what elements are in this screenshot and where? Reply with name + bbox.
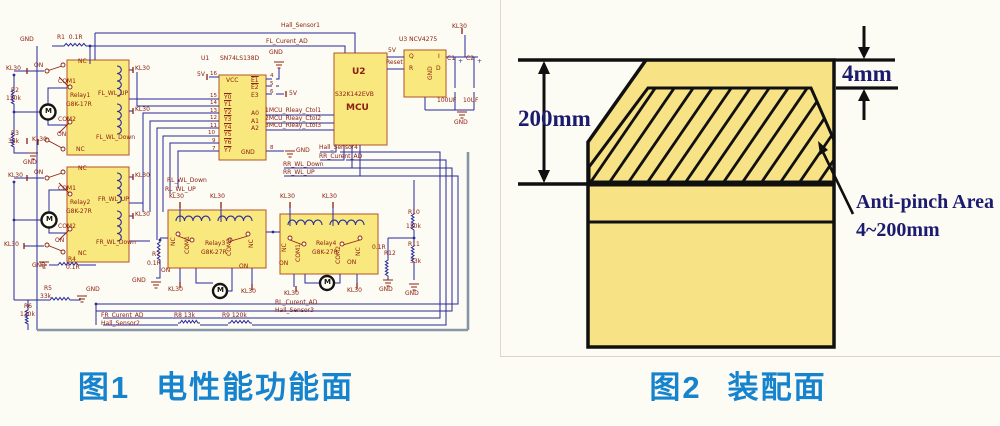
figure2-caption: 图2 装配面 [488,362,988,407]
figure1-caption-title: 电性能功能面 [156,370,355,405]
figure2-caption-title: 装配面 [727,370,827,405]
dimension-200mm [518,58,645,186]
figure1-caption: 图1 电性能功能面 [0,362,466,407]
net-tick-marks [23,28,463,292]
relay2-box [66,166,130,263]
figure2-caption-number: 图2 [649,370,702,405]
motor-symbol [211,282,229,300]
figure1-caption-number: 图1 [77,370,131,405]
junction-dots [12,44,416,306]
motor-symbols [39,103,336,300]
u2-box [333,52,388,146]
motor-symbol [39,103,57,121]
wire-network [13,32,478,330]
dimension-4mm [834,26,898,120]
motor-symbol [318,274,336,292]
assembly-graphic [518,26,898,349]
relay1-box [66,59,130,156]
schematic-graphic [10,28,478,332]
u3-box [403,49,447,98]
caption-row: 图1 电性能功能面 图2 装配面 [0,358,1000,426]
relay-contact-symbols [44,62,363,255]
resistor-symbols [10,42,415,326]
schematic-border [37,152,470,332]
motor-symbol [40,211,58,229]
relay-coil-symbols [116,65,365,242]
anti-pinch-pointer-arrow [818,141,855,215]
component-boxes [66,49,447,275]
u1-box [218,74,267,161]
panel-divider-line [500,356,1000,357]
ground-symbols [28,61,467,303]
glass-shape [586,58,836,349]
